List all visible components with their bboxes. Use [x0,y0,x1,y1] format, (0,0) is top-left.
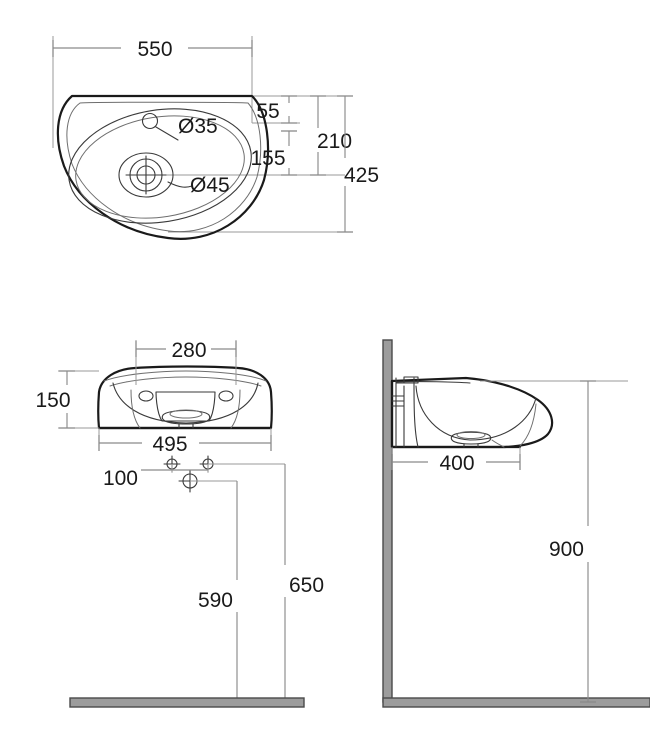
drain-leader [167,181,193,188]
side-back-fixing-detail [391,376,419,448]
tap-hole-circle [141,112,159,130]
front-overflow-right [218,390,234,402]
side-waste-boss [450,431,492,445]
basin-plan-outline [56,94,270,240]
dim-150: 150 [35,370,75,429]
floor-line-front [69,697,305,708]
tap-hole-leader [155,126,179,141]
drain-hole-group [118,152,174,198]
dim-55: 55 [256,95,297,124]
dim-label-400: 400 [439,452,474,475]
side-bowl-curve2 [519,403,537,447]
dim-label-650: 650 [289,574,324,597]
dim-label-150: 150 [35,389,70,412]
basin-plan-bowl [68,108,252,224]
front-recess-panel [155,391,216,422]
dim-495: 495 [98,433,272,456]
dim-label-280: 280 [171,339,206,362]
wall-line-side [382,339,393,703]
dim-100: 100 [103,464,209,490]
side-waste-stem [463,443,479,448]
callout-dia45: Ø45 [190,174,230,197]
dim-label-495: 495 [152,433,187,456]
front-rim-top2 [109,376,262,387]
side-elevation-view: 400 900 [382,339,650,708]
front-overflow-left [138,390,154,402]
callout-dia35: Ø35 [178,115,218,138]
dim-label-425: 425 [344,164,379,187]
side-basin-outline [390,376,554,449]
front-apron-right [230,389,241,429]
dim-425: 425 [337,95,379,233]
dim-550: 550 [52,38,253,61]
dim-label-155: 155 [250,147,285,170]
basin-plan-rim-inner [66,101,262,233]
front-waste-stem [178,423,194,429]
front-elevation-view: 280 150 495 [35,339,324,708]
front-apron-left [130,389,141,429]
dim-590: 590 [198,481,238,702]
front-bowl-curve [112,382,259,424]
side-rim-top [395,381,471,384]
side-bowl-curve [415,385,537,441]
dim-label-550: 550 [137,38,172,61]
dim-label-210: 210 [317,130,352,153]
basin-plan-bowl-inner [75,115,245,219]
dim-280: 280 [135,339,237,362]
front-rim-top [103,370,267,382]
side-waste-boss-inner [456,431,486,439]
side-bowl-front-edge [491,439,505,448]
dim-210: 210 [310,95,352,176]
dim-label-55: 55 [256,100,279,123]
dim-650: 650 [284,464,324,702]
dim-400: 400 [391,452,521,475]
floor-line-side [382,697,650,708]
dim-label-590: 590 [198,589,233,612]
dim-label-900: 900 [549,538,584,561]
front-waste-boss-inner [169,409,203,419]
dim-label-100: 100 [103,467,138,490]
dim-900: 900 [549,380,596,703]
dim-155: 155 [250,130,297,176]
plan-view: 550 Ø35 Ø45 55 [52,36,379,240]
